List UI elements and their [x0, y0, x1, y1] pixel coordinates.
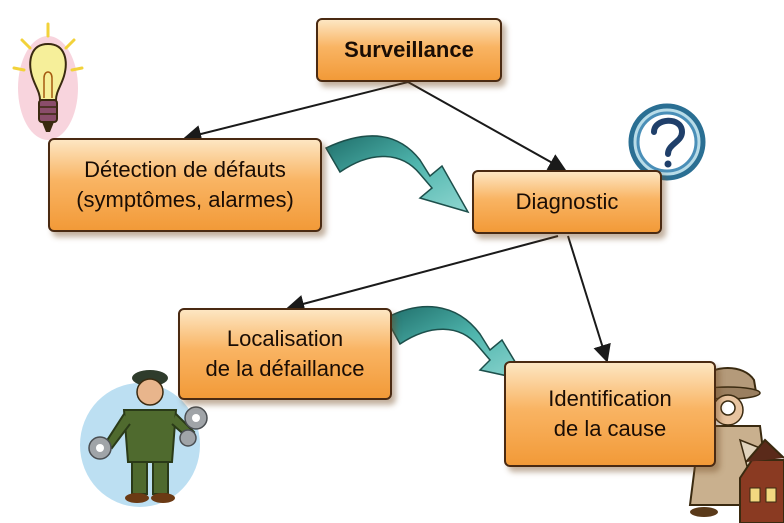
arrow-surveillance-to-detection: [183, 81, 409, 143]
node-diagnostic: Diagnostic: [472, 170, 662, 234]
light-bulb-icon: [12, 22, 84, 140]
node-detection: Détection de défauts (symptômes, alarmes…: [48, 138, 322, 232]
node-localisation: Localisation de la défaillance: [178, 308, 392, 400]
node-identification: Identification de la cause: [504, 361, 716, 467]
question-mark-icon: [628, 103, 706, 181]
mechanic-with-gears-icon: [80, 370, 208, 507]
node-surveillance: Surveillance: [316, 18, 502, 82]
arrow-diagnostic-to-localisation: [286, 235, 559, 313]
curved-arrow-detection-to-diagnostic: [324, 135, 470, 214]
arrow-diagnostic-to-identification: [567, 235, 611, 363]
arrow-surveillance-to-diagnostic: [407, 81, 567, 171]
detective-with-magnifier-icon: [688, 367, 784, 523]
